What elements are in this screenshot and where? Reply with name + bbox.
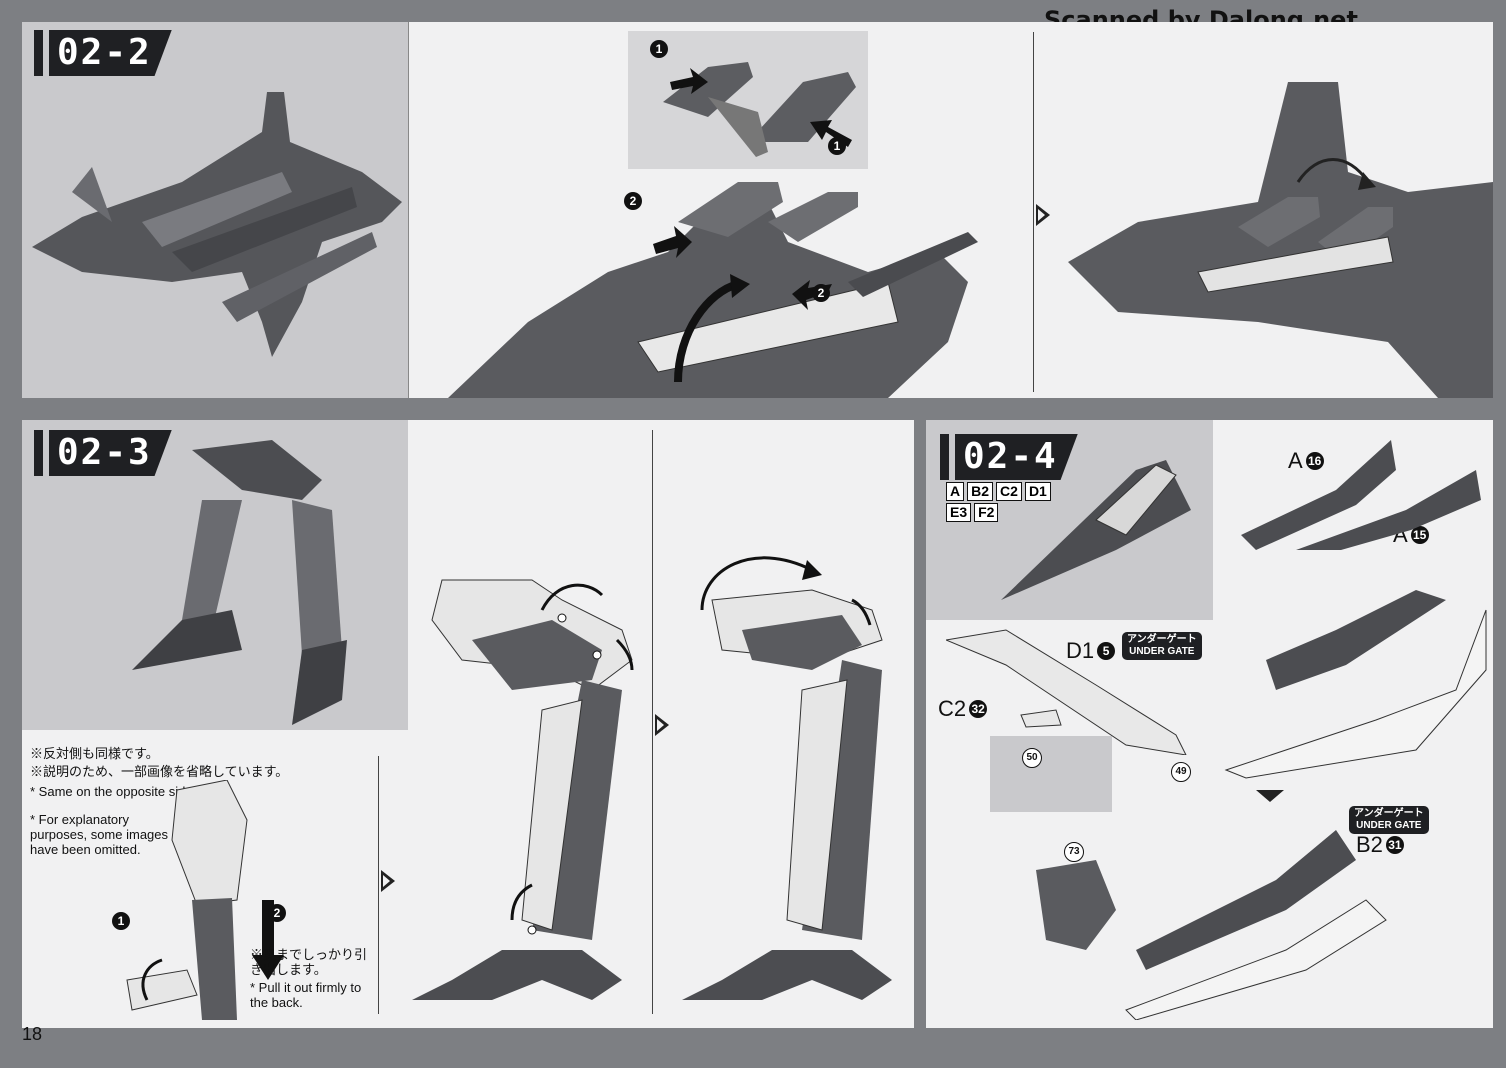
step-02-2-detail (448, 62, 978, 398)
note-en-1: * Same on the opposite side. (30, 784, 197, 799)
runner-list-row-1: A B2 C2 D1 (946, 482, 1051, 501)
down-arrow (1256, 790, 1284, 802)
next-step-arrow (1036, 204, 1050, 226)
runner-a: A (946, 482, 965, 501)
step-02-2-result (1068, 82, 1493, 398)
step-header: 02-3 (34, 430, 172, 476)
legs-photo (132, 440, 347, 725)
note-jp-2: ※説明のため、一部画像を省略しています。 (30, 764, 289, 779)
fuselage-assembly (1224, 590, 1487, 779)
gate-50: 50 (1022, 748, 1042, 768)
part-a-pieces (1241, 440, 1481, 550)
next-step-arrow-2 (655, 714, 669, 736)
callout-1: 1 (112, 912, 130, 930)
runner-b2: B2 (967, 482, 994, 501)
runner-e3: E3 (946, 503, 972, 522)
step-number: 02-3 (49, 430, 172, 476)
step-header: 02-4 (940, 434, 1078, 480)
step-02-2-panel: 02-2 1 1 2 2 (22, 22, 1493, 398)
step-number: 02-2 (49, 30, 172, 76)
pull-out-detail (126, 780, 284, 1020)
pull-note-en: * Pull it out firmly to the back. (250, 980, 362, 1010)
pull-note-jp: ※奥までしっかり引き出します。 (250, 947, 368, 977)
gate-49: 49 (1171, 762, 1191, 782)
note-en-2: * For explanatory purposes, some images … (30, 812, 169, 857)
callout-1b: 1 (828, 137, 846, 155)
runner-d1: D1 (1024, 482, 1051, 501)
page-number: 18 (22, 1024, 43, 1044)
step-number: 02-4 (955, 434, 1078, 480)
aircraft-photo (32, 92, 402, 357)
leg-fold-step-2 (682, 556, 892, 1000)
step-header: 02-2 (34, 30, 172, 76)
runner-c2: C2 (996, 482, 1022, 501)
callout-2: 2 (268, 904, 286, 922)
next-step-arrow-1 (381, 870, 395, 892)
runner-f2: F2 (974, 503, 999, 522)
gate-73: 73 (1064, 842, 1084, 862)
callout-2a: 2 (624, 192, 642, 210)
assembly-photo (1001, 460, 1191, 600)
note-jp-1: ※反対側も同様です。 (30, 746, 159, 761)
final-assembly (1036, 830, 1387, 1020)
leg-fold-step-1 (412, 579, 634, 1000)
step-02-3-panel: 02-3 ※反対側も同様です。 ※説明のため、一部画像を省略しています。 * S… (22, 420, 914, 1028)
callout-1a: 1 (650, 40, 668, 58)
runner-list-row-2: E3 F2 (946, 503, 999, 522)
nose-parts (946, 629, 1187, 755)
callout-2b: 2 (812, 284, 830, 302)
gate-inset (990, 736, 1112, 812)
